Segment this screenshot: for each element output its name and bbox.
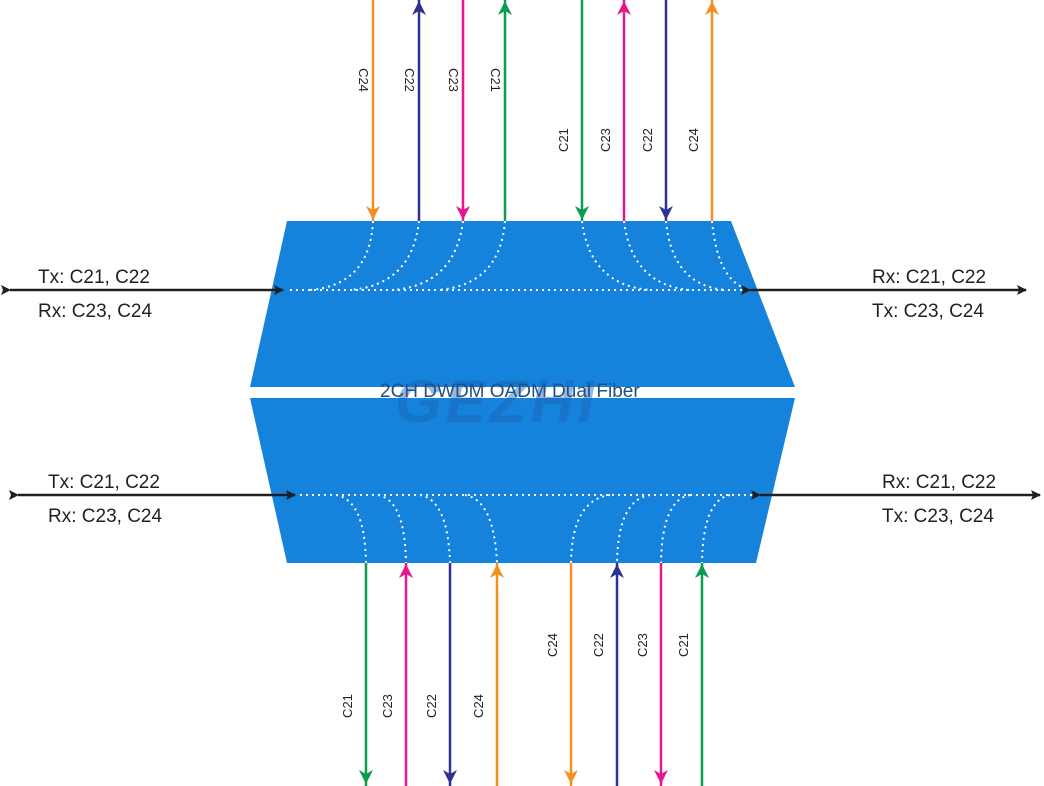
channel-bottom-right-c22-label: C22: [591, 633, 606, 657]
channel-top-right-c22-label: C22: [640, 128, 655, 152]
channel-bottom-right-c24-arrow: [564, 563, 578, 786]
channel-bottom-right-c23-label: C23: [635, 633, 650, 657]
upper-left-drop-curves: [309, 220, 506, 291]
channel-bottom-right-c21-label: C21: [676, 633, 691, 657]
channel-bottom-left-c22-arrow: [443, 563, 457, 786]
watermark: GEZHI: [395, 368, 598, 435]
channel-bottom-left-c24-label: C24: [471, 694, 486, 718]
lower-left-tx-label: Tx: C21, C22: [48, 472, 160, 493]
channel-top-left-c24-label: C24: [356, 68, 371, 92]
channel-bottom-right-c24-label: C24: [545, 633, 560, 657]
channel-top-right-c21-label: C21: [556, 128, 571, 152]
upper-right-rx-label: Rx: C21, C22: [872, 267, 986, 288]
lower-module: [250, 398, 795, 563]
channel-top-right-c23-label: C23: [598, 128, 613, 152]
lower-right-tx-label: Tx: C23, C24: [882, 506, 994, 527]
channel-bottom-left-c23-arrow: [399, 563, 413, 786]
channel-top-right-c22-arrow: [659, 0, 673, 221]
channel-top-left-c23-arrow: [456, 0, 470, 221]
channel-bottom-right-c22-arrow: [610, 563, 624, 786]
channel-top-right-c21-arrow: [575, 0, 589, 221]
channel-top-right-c24-label: C24: [686, 128, 701, 152]
lower-left-rx-label: Rx: C23, C24: [48, 506, 162, 527]
upper-right-tx-label: Tx: C23, C24: [872, 301, 984, 322]
upper-left-rx-label: Rx: C23, C24: [38, 301, 152, 322]
lower-left-drop-curves: [335, 494, 498, 564]
channel-top-left-c22-arrow: [412, 0, 426, 221]
channel-top-left-c24-arrow: [366, 0, 380, 221]
channel-bottom-left-c23-label: C23: [380, 694, 395, 718]
channel-top-left-c22-label: C22: [402, 68, 417, 92]
channel-top-right-c23-arrow: [617, 0, 631, 221]
channel-bottom-left-c21-arrow: [359, 563, 373, 786]
lower-right-drop-curves: [570, 494, 731, 564]
channel-bottom-left-c22-label: C22: [424, 694, 439, 718]
channel-top-left-c21-arrow: [498, 0, 512, 221]
channel-top-right-c24-arrow: [705, 0, 719, 221]
channel-top-left-c23-label: C23: [446, 68, 461, 92]
channel-top-left-c21-label: C21: [488, 68, 503, 92]
channel-bottom-right-c23-arrow: [654, 563, 668, 786]
channel-bottom-left-c21-label: C21: [340, 694, 355, 718]
upper-module: [250, 221, 795, 387]
channel-bottom-right-c21-arrow: [695, 563, 709, 786]
channel-bottom-left-c24-arrow: [490, 563, 504, 786]
upper-left-tx-label: Tx: C21, C22: [38, 267, 150, 288]
lower-right-rx-label: Rx: C21, C22: [882, 472, 996, 493]
diagram-title: 2CH DWDM OADM Dual Fiber: [380, 381, 640, 402]
